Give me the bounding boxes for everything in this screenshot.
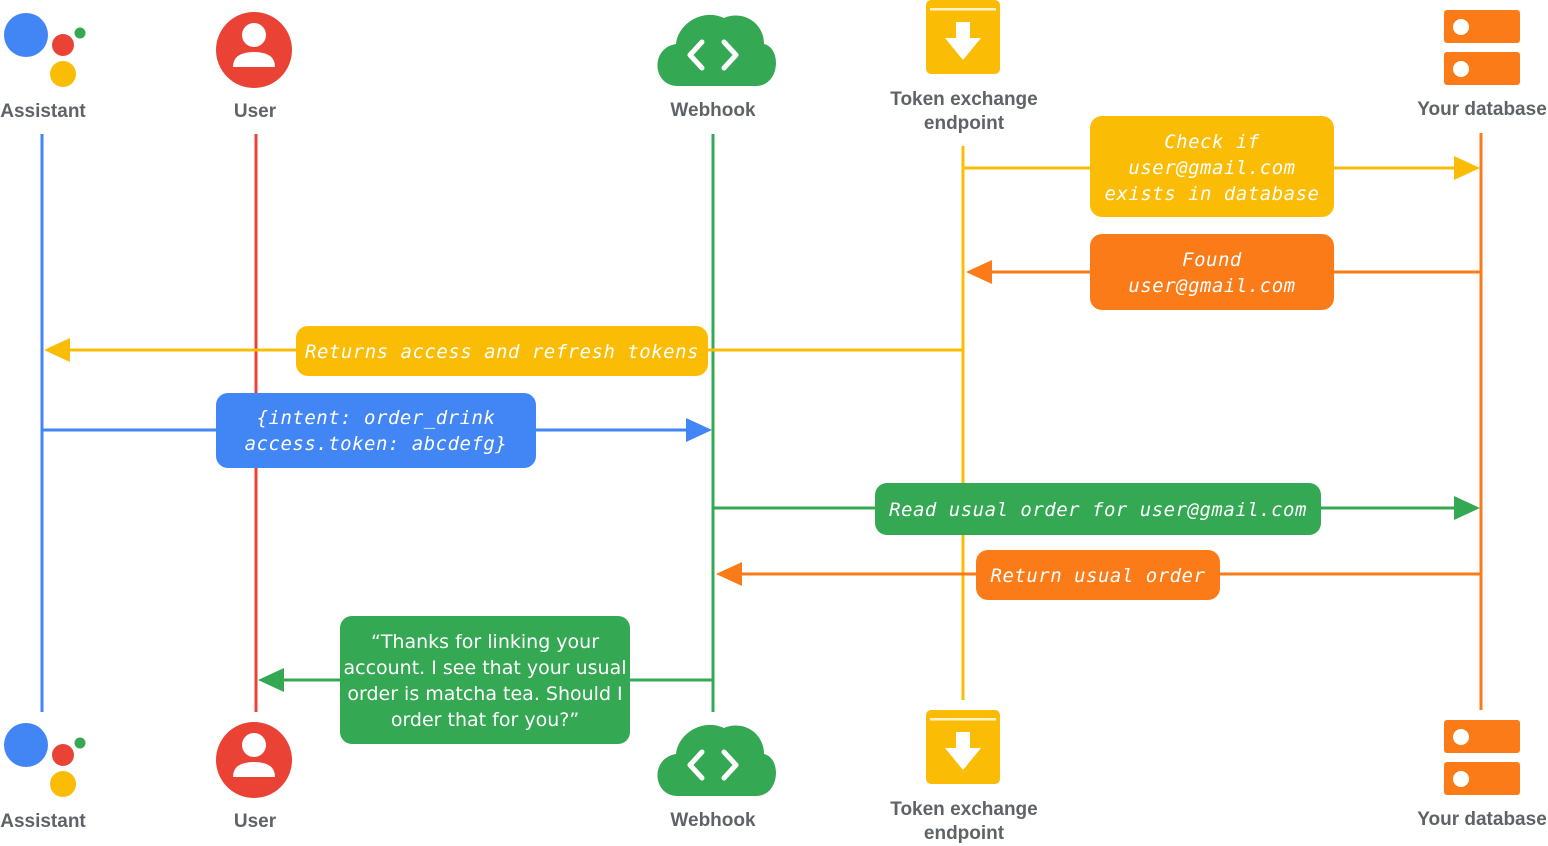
message-box <box>296 326 708 376</box>
actor-label-webhook-bottom-1: Webhook <box>670 810 756 831</box>
actor-label-assistant-top-1: Assistant <box>0 101 86 122</box>
actor-label-token-top-2: endpoint <box>924 113 1005 134</box>
message-box <box>340 616 630 744</box>
actor-label-user-top-1: User <box>234 101 277 122</box>
actor-label-token-bottom-1: Token exchange <box>890 799 1037 820</box>
message-6: Return usual order <box>716 550 1481 600</box>
user-icon <box>216 12 292 88</box>
cloud-code-icon <box>657 14 776 86</box>
arrow-head-icon <box>44 338 70 362</box>
message-4-text-line-1: {intent: order_drink <box>257 407 496 429</box>
message-7-text-line-3: order is matcha tea. Should I <box>347 683 622 705</box>
arrow-head-icon <box>966 260 992 284</box>
message-6-text-line-1: Return usual order <box>991 565 1206 587</box>
google-assistant-icon <box>4 13 86 87</box>
cloud-code-icon <box>657 724 776 796</box>
message-3: Returns access and refresh tokens <box>44 326 963 376</box>
message-1-text-line-2: user@gmail.com <box>1128 157 1295 179</box>
message-1: Check if user@gmail.com exists in database <box>963 116 1480 217</box>
actor-label-token-bottom-2: endpoint <box>924 823 1005 844</box>
message-box <box>875 483 1321 535</box>
message-box <box>216 393 536 468</box>
actor-label-token-top-1: Token exchange <box>890 89 1037 110</box>
arrow-head-icon <box>258 668 284 692</box>
message-1-text-line-3: exists in database <box>1105 183 1320 205</box>
database-icon <box>1444 720 1520 795</box>
message-5-text-line-1: Read usual order for user@gmail.com <box>889 499 1307 521</box>
message-box <box>976 550 1220 600</box>
message-7-text-line-1: “Thanks for linking your <box>371 631 599 653</box>
message-2: Found user@gmail.com <box>966 234 1481 310</box>
arrow-head-icon <box>716 562 742 586</box>
message-1-text-line-1: Check if <box>1164 131 1260 153</box>
google-assistant-icon <box>4 723 86 797</box>
message-7-text-line-4: order that for you?” <box>391 709 579 731</box>
message-7-text-line-2: account. I see that your usual <box>343 657 626 679</box>
message-4-text-line-2: access.token: abcdefg} <box>245 433 508 455</box>
actor-label-assistant-bottom-1: Assistant <box>0 811 86 832</box>
actor-label-webhook-top-1: Webhook <box>670 100 756 121</box>
message-box <box>1090 234 1334 310</box>
message-3-text-line-1: Returns access and refresh tokens <box>305 341 699 363</box>
download-box-icon <box>926 0 1000 74</box>
message-5: Read usual order for user@gmail.com <box>713 483 1480 535</box>
arrow-head-icon <box>1454 496 1480 520</box>
database-icon <box>1444 10 1520 85</box>
message-4: {intent: order_drink access.token: abcdef… <box>42 393 712 468</box>
user-icon <box>216 722 292 798</box>
message-7: “Thanks for linking your account. I see t… <box>258 616 713 744</box>
actor-label-user-bottom-1: User <box>234 811 277 832</box>
arrow-head-icon <box>1454 156 1480 180</box>
message-2-text-line-1: Found <box>1182 249 1242 271</box>
message-2-text-line-2: user@gmail.com <box>1128 275 1295 297</box>
arrow-head-icon <box>686 418 712 442</box>
download-box-icon <box>926 710 1000 784</box>
actor-label-database-top-1: Your database <box>1417 99 1547 120</box>
message-box <box>1090 116 1334 217</box>
actor-label-database-bottom-1: Your database <box>1417 809 1547 830</box>
